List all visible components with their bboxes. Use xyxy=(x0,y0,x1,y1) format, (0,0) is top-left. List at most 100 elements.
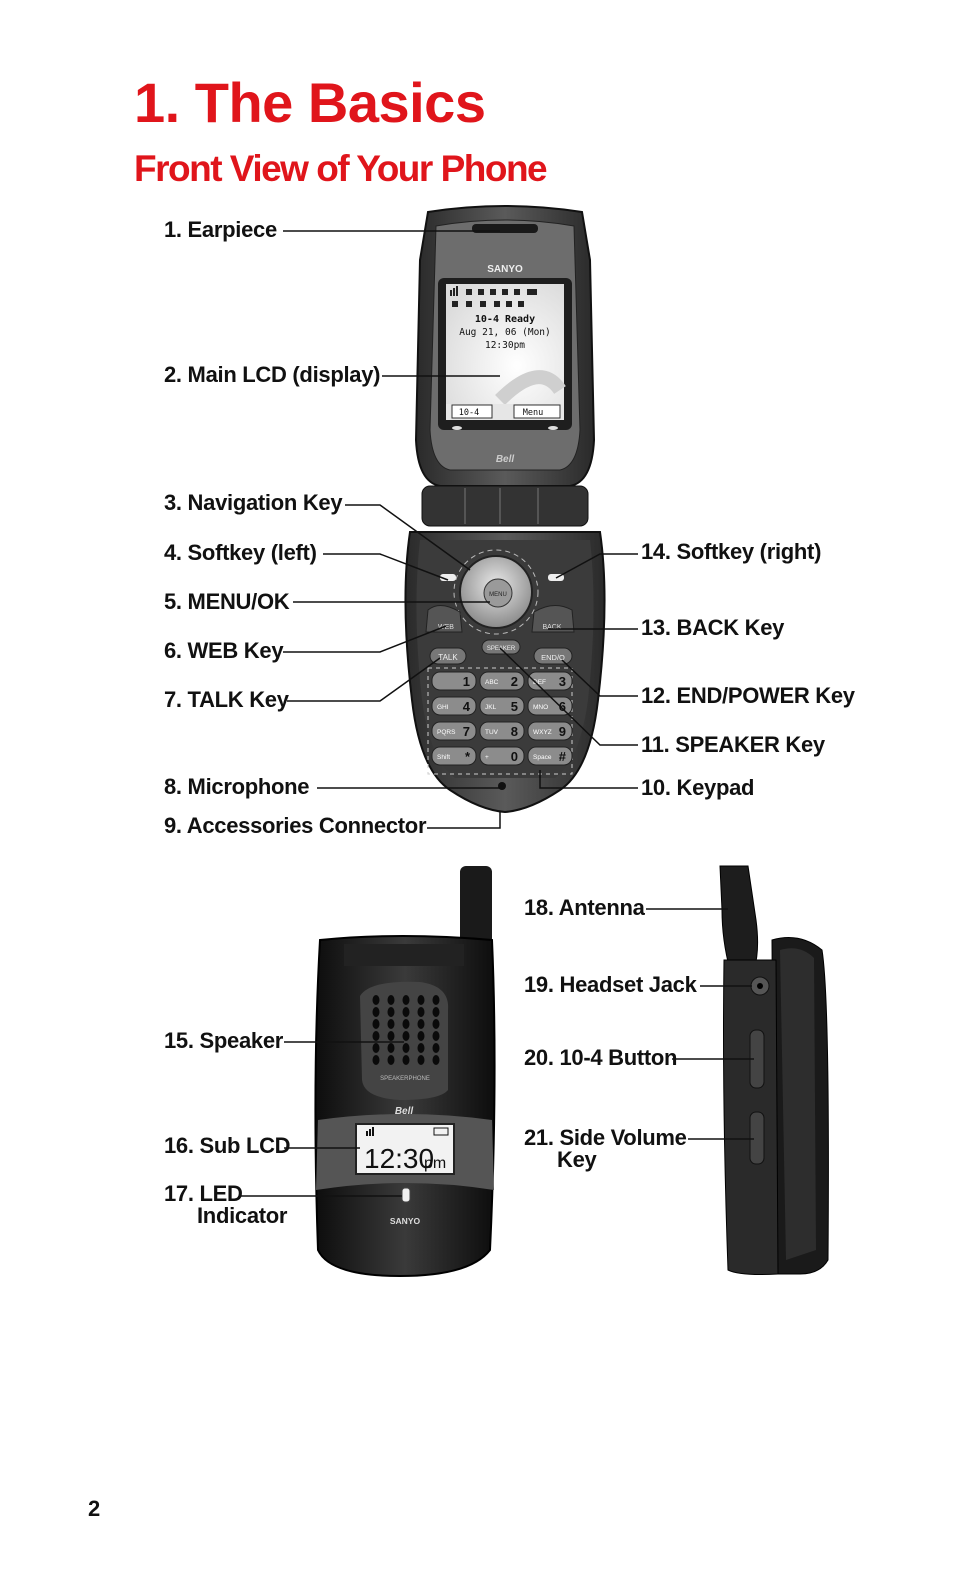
keypad-key-1[interactable] xyxy=(431,671,477,691)
web-key[interactable] xyxy=(425,605,463,633)
screen-softkey-right: Menu xyxy=(523,408,543,418)
sub-lcd-ampm: pm xyxy=(424,1155,446,1172)
speaker-hole xyxy=(417,995,425,1005)
callout-led-indicator: 17. LED Indicator xyxy=(164,1183,288,1228)
side-volume-key[interactable] xyxy=(749,1111,765,1165)
keypad-key-4[interactable] xyxy=(431,696,477,716)
keypad-key-letters: TUV xyxy=(485,729,499,736)
callout-microphone: 8. Microphone xyxy=(164,774,310,799)
callout-earpiece: 1. Earpiece xyxy=(164,217,277,242)
keypad-key-digit: 6 xyxy=(559,699,566,714)
screen-status: 10-4 Ready xyxy=(475,314,535,325)
speaker-hole xyxy=(417,1019,425,1029)
keypad-key-7[interactable] xyxy=(431,721,477,741)
keypad-key-5[interactable] xyxy=(479,696,525,716)
speaker-hole xyxy=(432,1007,440,1017)
callout-accessories-connector: 9. Accessories Connector xyxy=(164,813,427,838)
keypad-key-digit: 4 xyxy=(463,699,471,714)
keypad-key-letters: DEF xyxy=(533,679,546,686)
keypad-key-digit: 5 xyxy=(511,699,518,714)
speaker-hole xyxy=(417,1031,425,1041)
speaker-hole xyxy=(387,1019,395,1029)
svg-text:END/O: END/O xyxy=(541,653,565,662)
open-phone: SANYO 10-4 Ready Aug 21, 06 (Mon) 12:30p… xyxy=(404,205,606,814)
callout-main-lcd: 2. Main LCD (display) xyxy=(164,362,381,387)
talk-key[interactable] xyxy=(429,647,467,665)
speaker-hole xyxy=(417,1043,425,1053)
keypad-key-letters: GHI xyxy=(437,704,449,711)
speaker-hole xyxy=(387,1031,395,1041)
speaker-hole xyxy=(372,995,380,1005)
speaker-hole xyxy=(402,1055,410,1065)
menu-ok-key[interactable] xyxy=(483,578,513,608)
callout-ten-four-button: 20. 10-4 Button xyxy=(524,1045,678,1070)
keypad-key-letters: Shift xyxy=(437,754,450,761)
speaker-hole xyxy=(387,995,395,1005)
keypad-key-*[interactable] xyxy=(431,746,477,766)
speaker-hole xyxy=(372,1019,380,1029)
speaker-hole xyxy=(402,1043,410,1053)
keypad-key-digit: # xyxy=(559,749,567,764)
keypad-key-0[interactable] xyxy=(479,746,525,766)
hinge xyxy=(421,485,589,527)
speaker-hole xyxy=(432,995,440,1005)
keypad-key-digit: 8 xyxy=(511,724,518,739)
callout-sub-lcd: 16. Sub LCD xyxy=(164,1133,291,1158)
callout-speaker: 15. Speaker xyxy=(164,1028,284,1053)
callout-volume-line2: Key xyxy=(557,1147,597,1172)
callout-end-power-key: 12. END/POWER Key xyxy=(641,683,855,708)
speaker-hole xyxy=(402,1019,410,1029)
keypad-key-letters: Space xyxy=(533,754,552,761)
speaker-key[interactable] xyxy=(481,639,521,655)
callout-lines-closed xyxy=(240,1041,404,1197)
keypad-key-letters: MNO xyxy=(533,704,548,711)
speaker-hole xyxy=(417,1007,425,1017)
keypad-key-#[interactable] xyxy=(527,746,573,766)
svg-text:WEB: WEB xyxy=(438,624,454,631)
keypad-key-letters: ABC xyxy=(485,679,499,686)
speaker-hole xyxy=(432,1055,440,1065)
keypad-key-letters: + xyxy=(485,754,489,761)
callout-headset-jack: 19. Headset Jack xyxy=(524,972,697,997)
speaker-hole xyxy=(372,1031,380,1041)
speaker-hole xyxy=(402,1031,410,1041)
screen-softkey-left: 10-4 xyxy=(459,408,479,418)
callout-side-volume-key: 21. Side Volume Key xyxy=(524,1127,687,1171)
closed-carrier-logo: Bell xyxy=(395,1106,414,1117)
section-title: Front View of Your Phone xyxy=(134,148,548,189)
callout-back-key: 13. BACK Key xyxy=(641,615,785,640)
svg-text:BACK: BACK xyxy=(542,624,561,631)
speaker-hole xyxy=(372,1043,380,1053)
svg-text:TALK: TALK xyxy=(438,653,458,662)
keypad-key-letters: PQRS xyxy=(437,729,456,736)
speaker-hole xyxy=(432,1043,440,1053)
callout-navigation-key: 3. Navigation Key xyxy=(164,490,343,515)
keypad-key-letters: JKL xyxy=(485,704,497,711)
keypad-key-digit: 9 xyxy=(559,724,566,739)
speaker-hole xyxy=(387,1055,395,1065)
keypad-key-digit: * xyxy=(465,749,471,764)
speaker-hole xyxy=(387,1043,395,1053)
keypad-key-8[interactable] xyxy=(479,721,525,741)
speaker-hole xyxy=(417,1055,425,1065)
keypad-key-2[interactable] xyxy=(479,671,525,691)
closed-brand-logo: SANYO xyxy=(390,1216,421,1226)
callout-softkey-left: 4. Softkey (left) xyxy=(164,540,317,565)
keypad-key-letters: WXYZ xyxy=(533,729,552,736)
brand-logo: SANYO xyxy=(487,264,523,275)
keypad-key-digit: 0 xyxy=(511,749,518,764)
keypad xyxy=(427,667,573,775)
callout-keypad: 10. Keypad xyxy=(641,775,755,800)
side-phone xyxy=(719,865,829,1275)
keypad-key-digit: 1 xyxy=(463,674,470,689)
keypad-key-9[interactable] xyxy=(527,721,573,741)
speaker-hole xyxy=(402,1007,410,1017)
keypad-key-digit: 2 xyxy=(511,674,518,689)
screen-time: 12:30pm xyxy=(485,340,525,351)
callout-led-line2: Indicator xyxy=(197,1203,288,1228)
screen-date: Aug 21, 06 (Mon) xyxy=(459,327,551,338)
page-number: 2 xyxy=(88,1496,101,1521)
speaker-hole xyxy=(372,1007,380,1017)
